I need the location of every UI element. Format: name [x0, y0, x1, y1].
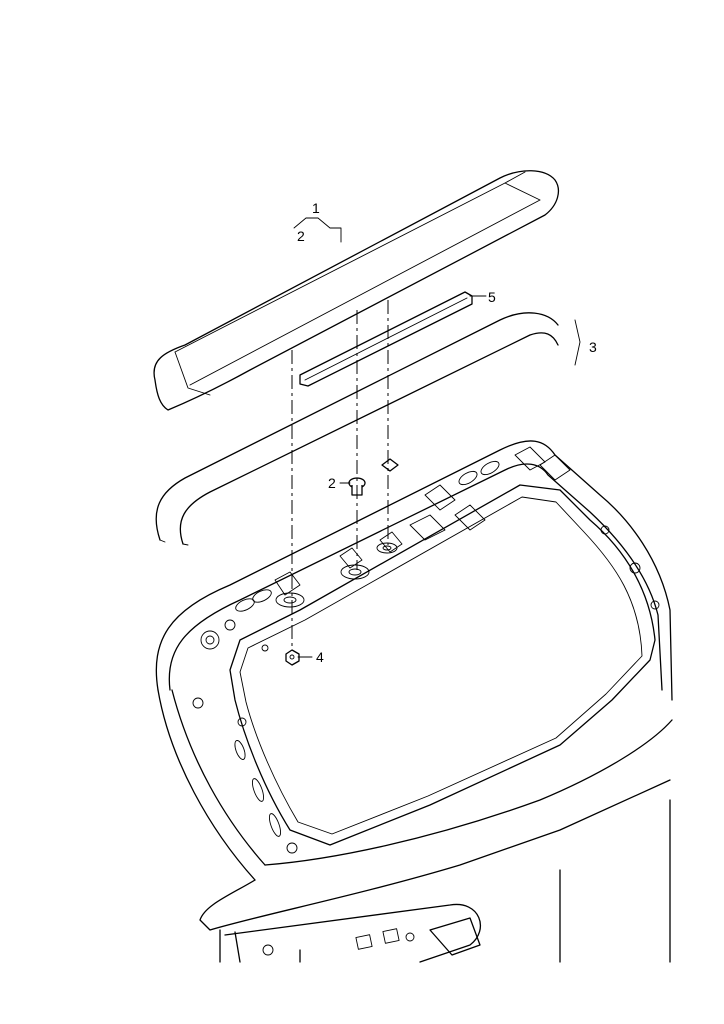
brake-light: [299, 291, 473, 387]
hex-nut: [285, 649, 300, 666]
assembly-lines: [291, 300, 389, 650]
callout-leaders: [293, 217, 581, 658]
clip-nut: [381, 458, 399, 472]
callout-2-rivet: 2: [328, 475, 336, 491]
callout-1: 1: [312, 200, 320, 216]
callout-5: 5: [488, 289, 496, 305]
tailgate-body: [155, 440, 673, 963]
seal-strip: [155, 312, 559, 546]
rear-spoiler: [153, 170, 559, 411]
callout-3: 3: [589, 339, 597, 355]
rail-holes: [192, 446, 660, 854]
callout-4: 4: [316, 649, 324, 665]
callout-2-spoiler: 2: [297, 228, 305, 244]
